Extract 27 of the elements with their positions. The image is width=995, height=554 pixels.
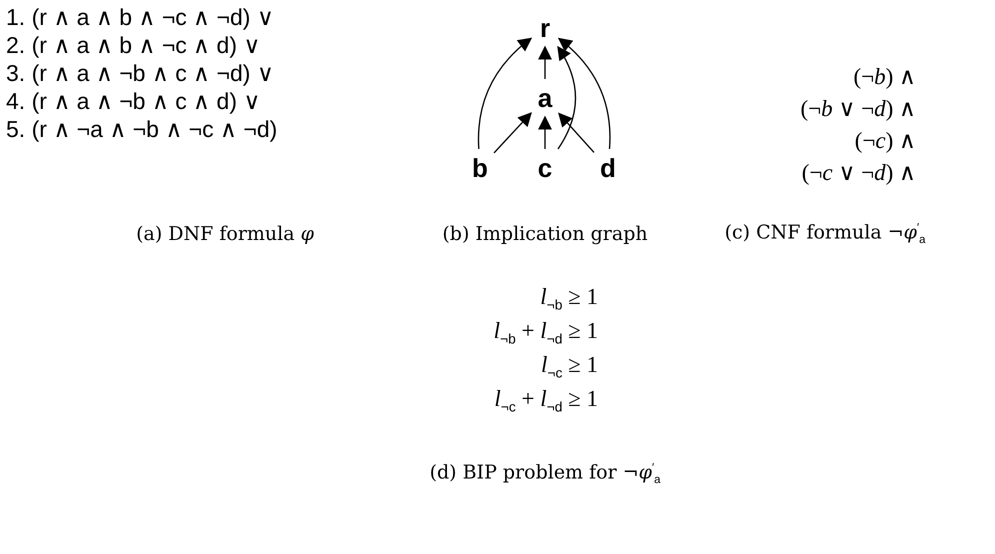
arrow: [478, 38, 532, 150]
variable-label: r: [533, 11, 557, 45]
variable-label: b: [468, 151, 492, 185]
arrow: [494, 112, 532, 154]
constraint-line: l$_{¬c}$ + l$_{¬d}$ ≥ 1: [494, 386, 598, 416]
constraint-line: l$_{¬b}$ ≥ 1: [540, 284, 598, 314]
constraint-line: l$_{¬b}$ + l$_{¬d}$ ≥ 1: [494, 318, 598, 348]
arrow: [538, 116, 552, 149]
arrow: [558, 112, 594, 153]
arrow: [558, 38, 611, 150]
constraint-line: l$_{¬c}$ ≥ 1: [541, 352, 598, 382]
formula-line: 1. (r ∧ a ∧ b ∧ ¬c ∧ ¬d) ∨: [6, 4, 274, 30]
formula-line: 3. (r ∧ a ∧ ¬b ∧ c ∧ ¬d) ∨: [6, 60, 274, 86]
formula-line: (¬c) ∧: [854, 128, 916, 154]
variable-label: a: [533, 81, 557, 115]
formula-line: (¬c ∨ ¬d) ∧: [802, 160, 916, 186]
formula-line: 5. (r ∧ ¬a ∧ ¬b ∧ ¬c ∧ ¬d): [6, 116, 278, 142]
formula-line: (¬b) ∧: [853, 64, 916, 90]
figure-caption: (b) Implication graph: [442, 224, 648, 246]
variable-label: c: [533, 151, 557, 185]
formula-line: 2. (r ∧ a ∧ b ∧ ¬c ∧ d) ∨: [6, 32, 260, 58]
formula-line: 4. (r ∧ a ∧ ¬b ∧ c ∧ d) ∨: [6, 88, 260, 114]
formula-line: (¬b ∨ ¬d) ∧: [800, 96, 916, 122]
arrow: [538, 46, 552, 79]
arrow: [557, 46, 576, 150]
figure-caption: (a) DNF formula φ: [136, 224, 314, 246]
variable-label: d: [596, 151, 620, 185]
